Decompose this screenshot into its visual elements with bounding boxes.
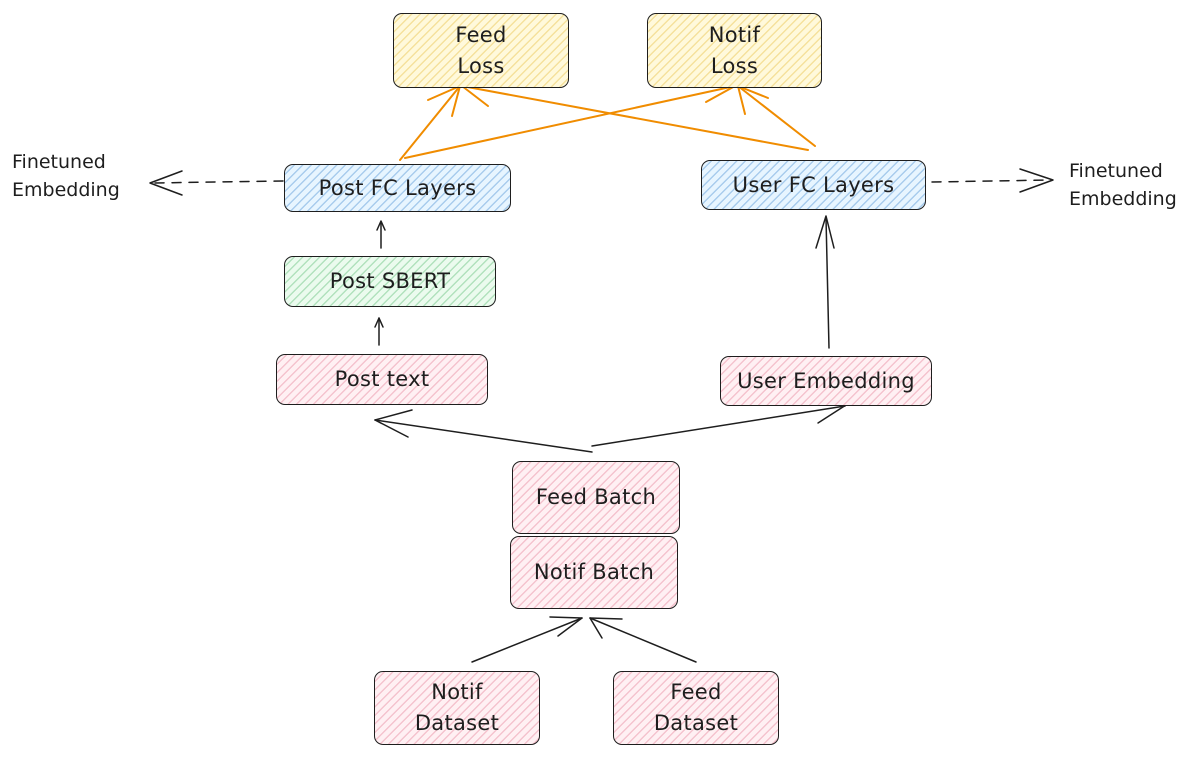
post-text-node: Post text (276, 354, 488, 405)
arrow-feed-dataset-to-batch (589, 617, 697, 663)
user-embedding-node: User Embedding (720, 356, 932, 406)
post-sbert-node: Post SBERT (284, 256, 496, 307)
arrow-post-fc-to-feed-loss (399, 85, 461, 161)
arrow-batch-to-user-embedding (591, 405, 846, 447)
arrow-user-fc-to-feed-loss (461, 85, 809, 151)
arrow-user-fc-to-finetuned-embedding (931, 179, 1053, 183)
arrow-post-fc-to-finetuned-embedding (151, 180, 284, 184)
notif-batch-node: Notif Batch (510, 536, 678, 609)
feed-dataset-node: Feed Dataset (613, 671, 779, 745)
right-finetuned-embedding-label: Finetuned Embedding (1069, 160, 1177, 210)
user-fc-layers-node: User FC Layers (701, 160, 926, 210)
arrow-user-embedding-to-user-fc (825, 217, 830, 349)
arrow-user-fc-to-notif-loss (737, 85, 816, 147)
left-finetuned-embedding-label: Finetuned Embedding (12, 151, 120, 201)
post-fc-layers-node: Post FC Layers (284, 164, 511, 212)
notif-dataset-node: Notif Dataset (374, 671, 540, 745)
arrow-batch-to-post-text (374, 419, 593, 453)
arrow-notif-dataset-to-batch (471, 617, 583, 663)
feed-batch-node: Feed Batch (512, 461, 680, 534)
feed-loss-node: Feed Loss (393, 13, 569, 88)
arrow-post-fc-to-notif-loss (404, 85, 736, 159)
notif-loss-node: Notif Loss (647, 13, 822, 88)
